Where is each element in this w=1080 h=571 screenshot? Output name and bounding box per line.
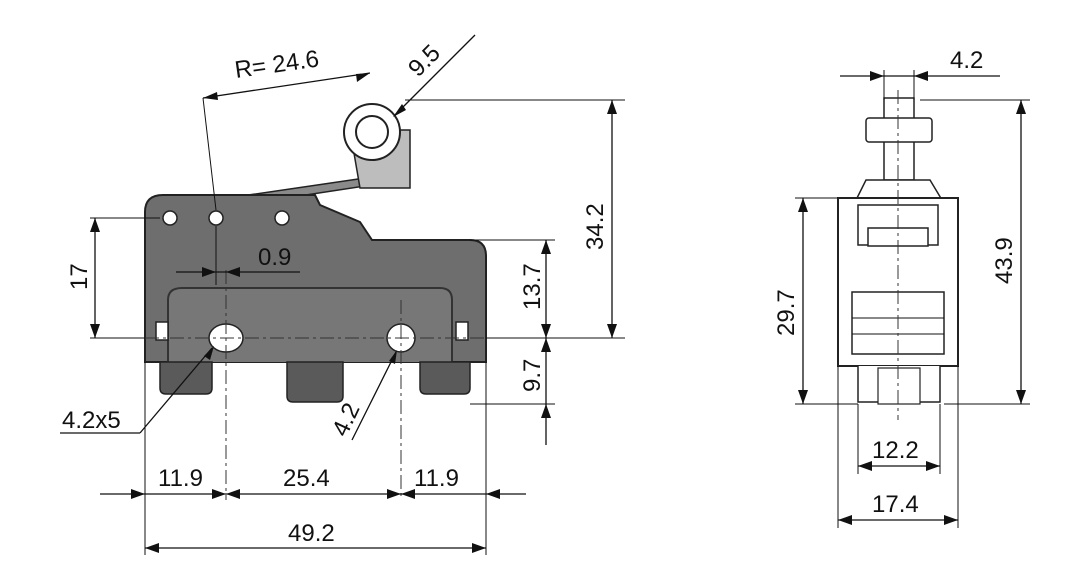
- side-tab: [455, 321, 469, 341]
- dim-roller-diameter: 9.5: [403, 40, 446, 83]
- roller-hub: [355, 115, 389, 149]
- side-dim-outer-width: 17.4: [872, 491, 919, 518]
- dim-top-to-center: 13.7: [519, 263, 546, 310]
- side-dim-roller-width: 4.2: [950, 47, 983, 74]
- side-tab: [155, 321, 169, 341]
- dim-hole-spacing: 25.4: [283, 465, 330, 492]
- side-roller-axle: [865, 117, 933, 143]
- dim-hole-to-right-edge: 11.9: [414, 465, 459, 492]
- side-dim-total-height: 43.9: [991, 237, 1018, 284]
- side-view: 4.2 29.7 43.9 12.2 17.4: [773, 47, 1030, 528]
- body-hole: [274, 210, 290, 226]
- dim-hole-diameter: 4.2: [327, 399, 366, 441]
- terminal: [286, 361, 344, 403]
- dim-center-to-bottom: 9.7: [519, 359, 546, 392]
- dim-radius: R= 24.6: [233, 45, 321, 84]
- dim-total-height: 34.2: [582, 203, 609, 250]
- body-hole: [208, 210, 224, 226]
- side-terminal: [877, 367, 921, 405]
- side-dim-inner-width: 12.2: [872, 437, 919, 464]
- dim-body-to-center: 17: [66, 263, 93, 290]
- dim-mount-hole: 4.2x5: [62, 407, 121, 434]
- dim-total-width: 49.2: [288, 520, 335, 547]
- side-dim-body-height: 29.7: [773, 289, 800, 336]
- dim-lever-offset: 0.9: [258, 244, 291, 271]
- dim-left-edge-to-hole: 11.9: [158, 465, 203, 492]
- body-hole: [162, 210, 178, 226]
- terminal: [419, 361, 471, 395]
- front-view: R= 24.6 9.5 34.2 17 0.9 13.7 9.: [60, 34, 625, 555]
